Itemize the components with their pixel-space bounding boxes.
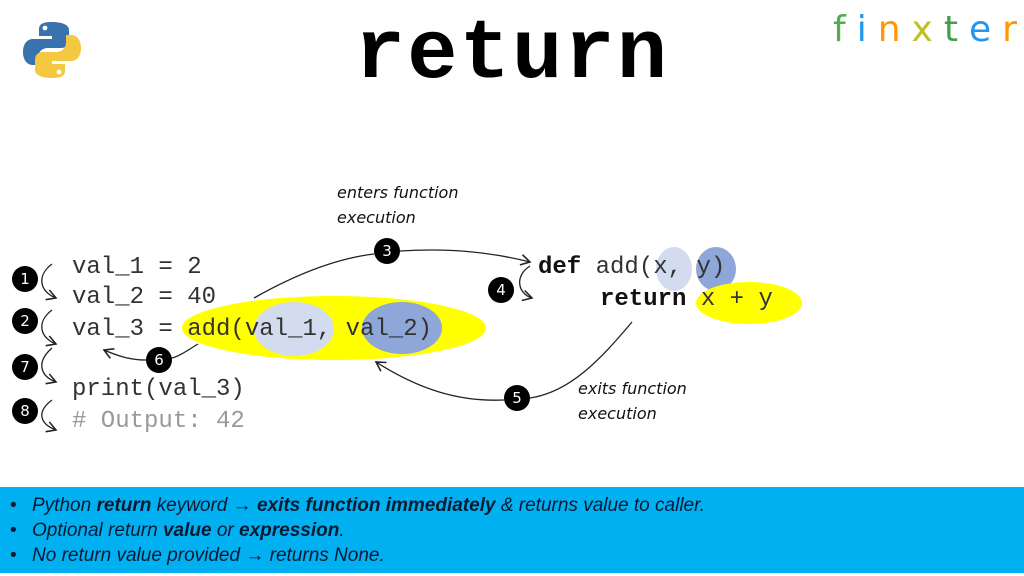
return-expression: x + y <box>700 286 773 313</box>
return-expr-highlight <box>696 282 802 324</box>
finxter-letter: f <box>833 9 857 50</box>
step-badge-2: 2 <box>12 308 38 334</box>
finxter-letter: e <box>968 9 1003 50</box>
summary-item-3: • No return value provided → returns None… <box>10 543 1024 568</box>
param-x: x <box>653 254 668 281</box>
function-def-line: def add(x, y) <box>538 256 725 280</box>
argument-val-1: val_1 <box>244 316 317 343</box>
summary-footer: • Python return keyword → exits function … <box>0 487 1024 573</box>
code-line-3: val_3 = add(val_1, val_2) <box>72 318 432 342</box>
finxter-letter: n <box>877 9 912 50</box>
finxter-logo: finxter <box>833 12 1024 48</box>
step-badge-8: 8 <box>12 398 38 424</box>
summary-text: or <box>211 520 240 541</box>
arg2-highlight <box>362 302 442 354</box>
summary-bold: expression <box>239 520 340 541</box>
exits-label-line-1: exits function <box>578 379 687 398</box>
enters-function-label: enters function execution <box>337 180 458 230</box>
code-line-4: print(val_3) <box>72 376 245 403</box>
bullet-icon: • <box>10 520 17 541</box>
summary-list: • Python return keyword → exits function … <box>0 487 1024 568</box>
finxter-letter: x <box>911 9 944 50</box>
exits-function-label: exits function execution <box>578 376 687 426</box>
summary-bold: exits function immediately <box>256 495 496 516</box>
python-icon <box>23 22 81 78</box>
summary-text: & returns value to caller. <box>495 495 706 516</box>
param-y: y <box>696 254 711 281</box>
argument-separator: , <box>316 316 346 343</box>
param-x-highlight <box>656 247 692 291</box>
page-title: return <box>354 8 670 103</box>
summary-bold: value <box>162 520 212 541</box>
exits-label-line-2: execution <box>578 404 657 423</box>
summary-text: No return value provided → returns None. <box>32 545 385 566</box>
summary-item-1: • Python return keyword → exits function … <box>10 493 1024 518</box>
python-logo <box>20 18 84 82</box>
code-line-3-prefix: val_3 = <box>72 316 188 343</box>
step-badge-5: 5 <box>504 385 530 411</box>
finxter-letter: r <box>1002 9 1024 50</box>
function-return-line: return x + y <box>600 288 773 312</box>
bullet-icon: • <box>10 495 17 516</box>
code-line-1: val_1 = 2 <box>72 254 202 281</box>
enters-label-line-1: enters function <box>337 183 459 202</box>
code-comment-output: # Output: 42 <box>72 408 245 435</box>
step-badge-7: 7 <box>12 354 38 380</box>
def-keyword: def <box>538 254 582 281</box>
arg1-highlight <box>254 302 334 356</box>
summary-text: Optional return <box>32 520 163 541</box>
bullet-icon: • <box>10 545 17 566</box>
signature-close-paren: ) <box>710 254 726 281</box>
summary-bold: return <box>96 495 152 516</box>
summary-text: Python <box>32 495 97 516</box>
function-call: add( <box>187 316 245 343</box>
finxter-letter: t <box>943 9 969 50</box>
code-line-2: val_2 = 40 <box>72 284 217 311</box>
summary-text: keyword → <box>151 495 257 516</box>
call-close-paren: ) <box>417 316 433 343</box>
function-signature: add( <box>581 254 654 281</box>
step-badge-1: 1 <box>12 266 38 292</box>
step-badge-3: 3 <box>374 238 400 264</box>
return-keyword: return <box>600 286 687 313</box>
finxter-letter: i <box>856 9 878 50</box>
param-separator: , <box>667 254 697 281</box>
enters-label-line-2: execution <box>337 208 416 227</box>
argument-val-2: val_2 <box>345 316 418 343</box>
step-badge-6: 6 <box>146 347 172 373</box>
summary-item-2: • Optional return value or expression. <box>10 518 1024 543</box>
summary-text: . <box>339 520 345 541</box>
step-badge-4: 4 <box>488 277 514 303</box>
